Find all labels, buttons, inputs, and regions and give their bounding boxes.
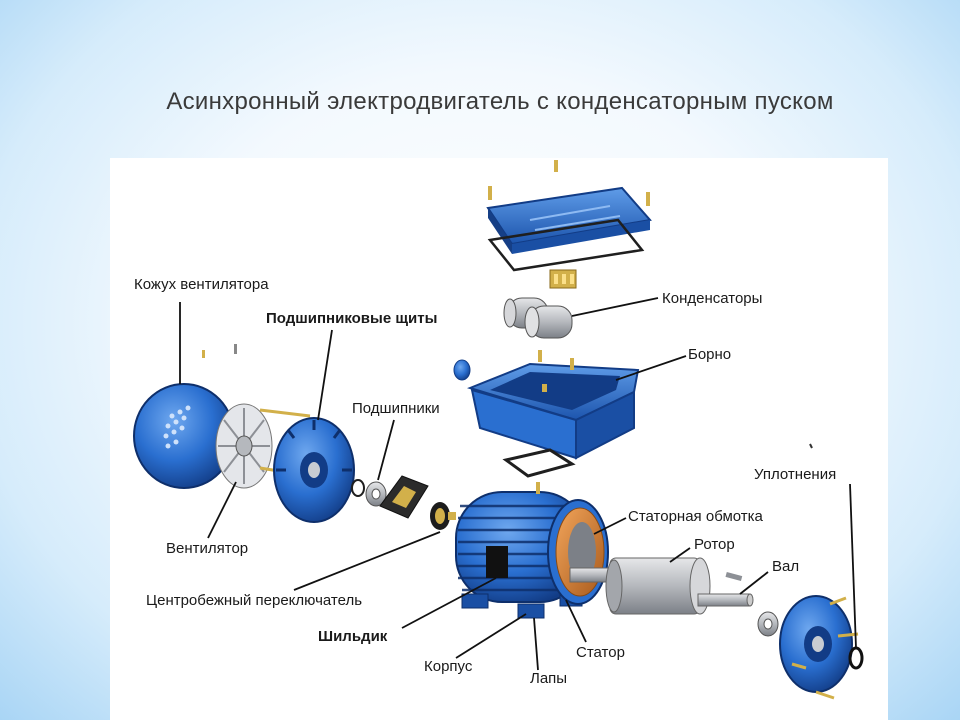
nameplate (486, 546, 508, 578)
label-stator-winding: Статорная обмотка (628, 508, 763, 525)
shaft-end (746, 593, 754, 607)
small-bolt (202, 350, 205, 358)
motor-exploded-view (133, 160, 864, 700)
rear-bearing-shield (273, 417, 355, 523)
label-housing: Корпус (424, 658, 473, 675)
seal-ring (351, 479, 365, 497)
shaft-key (725, 571, 743, 581)
front-bearing (757, 611, 779, 637)
bearing (365, 481, 387, 507)
label-terminal-box: Борно (688, 346, 732, 363)
centrifugal-switch (430, 502, 456, 530)
cover-gasket (487, 218, 645, 272)
small-bolt (234, 344, 237, 354)
label-nameplate: Шильдик (318, 628, 388, 645)
label-seals: Уплотнения (754, 466, 837, 483)
label-centrifugal-switch: Центробежный переключатель (146, 592, 363, 609)
label-stator: Статор (576, 644, 625, 661)
terminal-box (466, 350, 640, 460)
terminal-block (549, 269, 577, 289)
tick-mark (809, 443, 813, 449)
label-capacitors: Конденсаторы (662, 290, 763, 307)
label-rotor: Ротор (694, 536, 735, 553)
cover-screws (488, 160, 650, 206)
leader-lines (179, 297, 857, 671)
label-feet: Лапы (530, 670, 568, 687)
label-bearings: Подшипники (352, 400, 440, 417)
terminal-box-cover (486, 186, 652, 254)
shaft (697, 593, 751, 607)
label-fan: Вентилятор (166, 540, 249, 557)
box-gasket (502, 448, 576, 478)
switch-plate (379, 475, 429, 519)
diagram-panel: Кожух вентилятора Подшипниковые щиты Под… (110, 158, 888, 720)
capacitors (503, 297, 573, 339)
label-fan-cover: Кожух вентилятора (134, 276, 269, 293)
fan-cover (133, 383, 235, 489)
fan (215, 403, 273, 489)
front-bearing-shield (779, 595, 859, 700)
slide-title: Асинхронный электродвигатель с конденсат… (166, 88, 834, 115)
front-seal-ring (848, 646, 864, 670)
motor-housing (455, 482, 609, 619)
label-shaft: Вал (772, 558, 800, 575)
cable-gland (453, 359, 471, 381)
label-bearing-shields: Подшипниковые щиты (266, 310, 438, 327)
